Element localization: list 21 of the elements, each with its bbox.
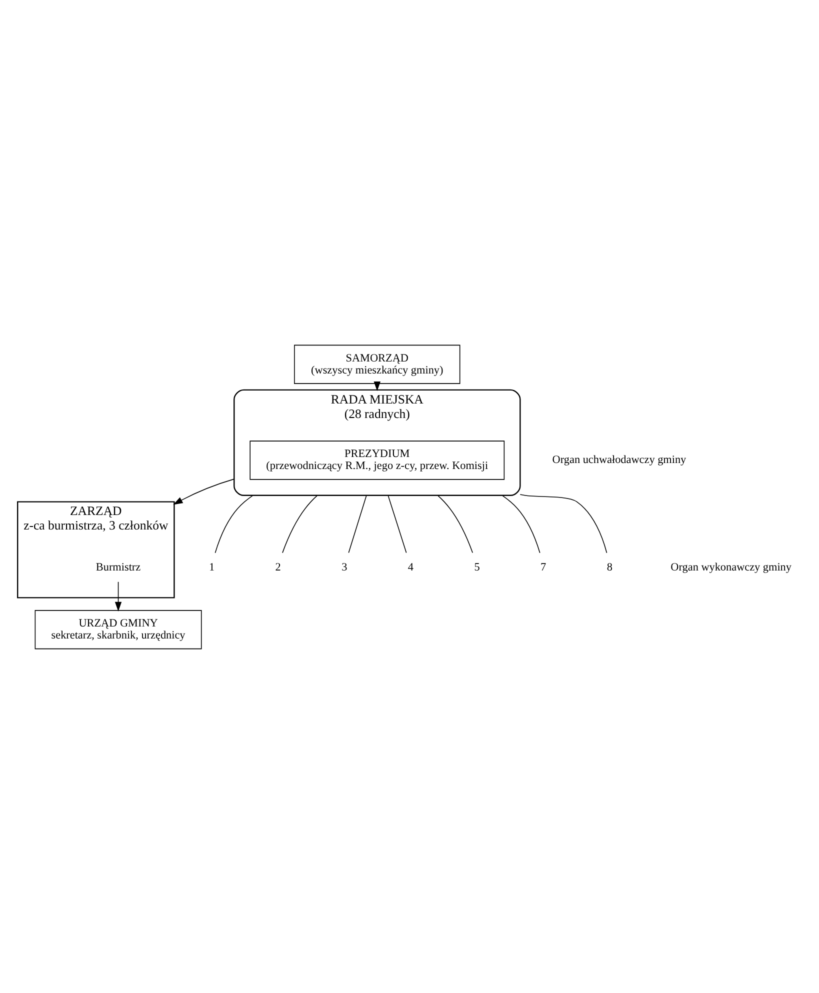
connector [214, 494, 254, 553]
node-box: PREZYDIUM (przewodniczący R.M., jego z-cy, przew. Komisji [250, 440, 505, 480]
label: Organ uchwałodawczy gminy [552, 454, 686, 466]
connector [388, 494, 407, 553]
arrow [173, 478, 235, 504]
node-text: 2 [275, 560, 281, 573]
node-text: 8 [606, 560, 612, 573]
node-text: 1 [208, 560, 215, 573]
node-text: 7 [540, 560, 546, 573]
connector [348, 494, 367, 553]
arrow [114, 581, 122, 611]
node-text: 3 [342, 560, 348, 573]
connector [502, 494, 540, 553]
node-box: URZĄD GMINY sekretarz, skarbnik, urzędnicy [34, 610, 202, 649]
connector [282, 494, 318, 553]
node-text: Burmistrz [96, 560, 141, 573]
node-text: 4 [408, 560, 414, 573]
connector [520, 494, 608, 553]
connector [437, 494, 473, 553]
node-text: 5 [474, 560, 480, 573]
label: Organ wykonawczy gminy [670, 560, 792, 573]
